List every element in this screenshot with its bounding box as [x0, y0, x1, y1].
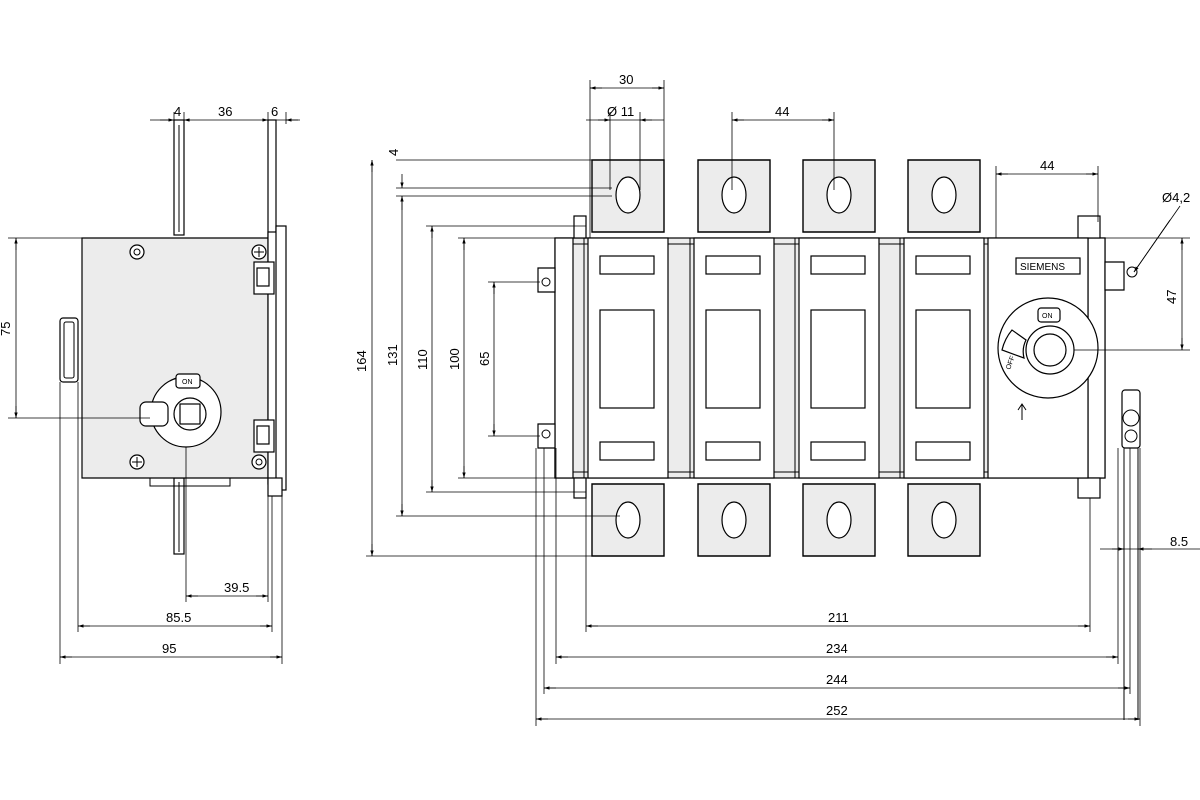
pole-window-top [705, 255, 761, 275]
dim-side-4: 4 [174, 104, 181, 119]
pole-window-bottom [810, 441, 866, 461]
dim-front-110: 110 [415, 349, 430, 370]
dim-front-234: 234 [826, 641, 848, 656]
dim-front-8-5: 8.5 [1170, 534, 1188, 549]
side-handle-on-label: ON [182, 379, 193, 386]
dim-side-39-5: 39.5 [224, 580, 249, 595]
dim-front-211: 211 [828, 610, 849, 625]
terminal-hole [826, 176, 852, 214]
pole-module [583, 159, 669, 557]
terminal-hole [721, 501, 747, 539]
side-view-dimensions: 4 36 6 75 39.5 85.5 95 [0, 104, 300, 664]
dim-front-100: 100 [447, 348, 462, 370]
pole-window-middle [810, 309, 866, 409]
dim-front-30: 30 [619, 72, 633, 87]
pole-module [689, 159, 775, 557]
side-lever [59, 317, 79, 383]
pole-window-middle [915, 309, 971, 409]
brand-logo-text: SIEMENS [1020, 262, 1065, 273]
dim-front-dia4-2: Ø4,2 [1162, 190, 1190, 205]
pole-window-bottom [915, 441, 971, 461]
side-top-bar-right [267, 119, 277, 239]
pole-module [899, 159, 985, 557]
dim-front-65: 65 [477, 352, 492, 366]
front-handle-off-label: OFF [1005, 355, 1016, 371]
terminal-hole [931, 176, 957, 214]
dim-side-6: 6 [271, 104, 278, 119]
pole-window-middle [599, 309, 655, 409]
side-handle: ON [139, 373, 222, 448]
side-view: ON [59, 119, 287, 555]
operating-module: SIEMENS ON OFF [987, 237, 1099, 479]
screw-icon [251, 244, 267, 260]
dim-side-75: 75 [0, 322, 13, 336]
pole-window-top [599, 255, 655, 275]
front-end-plate-left [554, 237, 574, 479]
pole-window-top [915, 255, 971, 275]
pole-window-middle [705, 309, 761, 409]
pole-window-bottom [705, 441, 761, 461]
siemens-logo [1015, 257, 1081, 275]
terminal-hole [931, 501, 957, 539]
front-view-dimensions: 30 Ø 11 44 44 Ø4,2 47 [354, 72, 1200, 726]
terminal-hole [615, 176, 641, 214]
terminal-hole [721, 176, 747, 214]
dim-front-164: 164 [354, 350, 369, 372]
dim-side-36: 36 [218, 104, 232, 119]
screw-icon [129, 454, 145, 470]
pole-window-top [810, 255, 866, 275]
terminal-hole [826, 501, 852, 539]
screw-icon [251, 454, 267, 470]
right-bracket [1121, 389, 1141, 720]
dim-side-85-5: 85.5 [166, 610, 191, 625]
screw-icon [129, 244, 145, 260]
dim-front-252: 252 [826, 703, 848, 718]
pole-window-bottom [599, 441, 655, 461]
terminal-hole [615, 501, 641, 539]
dim-front-131: 131 [385, 344, 400, 366]
front-handle-on-label: ON [1042, 313, 1053, 320]
dim-front-47: 47 [1164, 290, 1179, 304]
pole-module [794, 159, 880, 557]
dim-front-44-top: 44 [775, 104, 789, 119]
side-handle-grip [139, 401, 169, 427]
dim-front-dia11: Ø 11 [607, 104, 634, 119]
arrow-up-icon [1017, 403, 1027, 420]
front-poles [583, 159, 985, 557]
dim-front-44-right: 44 [1040, 158, 1054, 173]
dim-front-4: 4 [386, 149, 401, 156]
dim-side-95: 95 [162, 641, 176, 656]
dim-front-244: 244 [826, 672, 848, 687]
